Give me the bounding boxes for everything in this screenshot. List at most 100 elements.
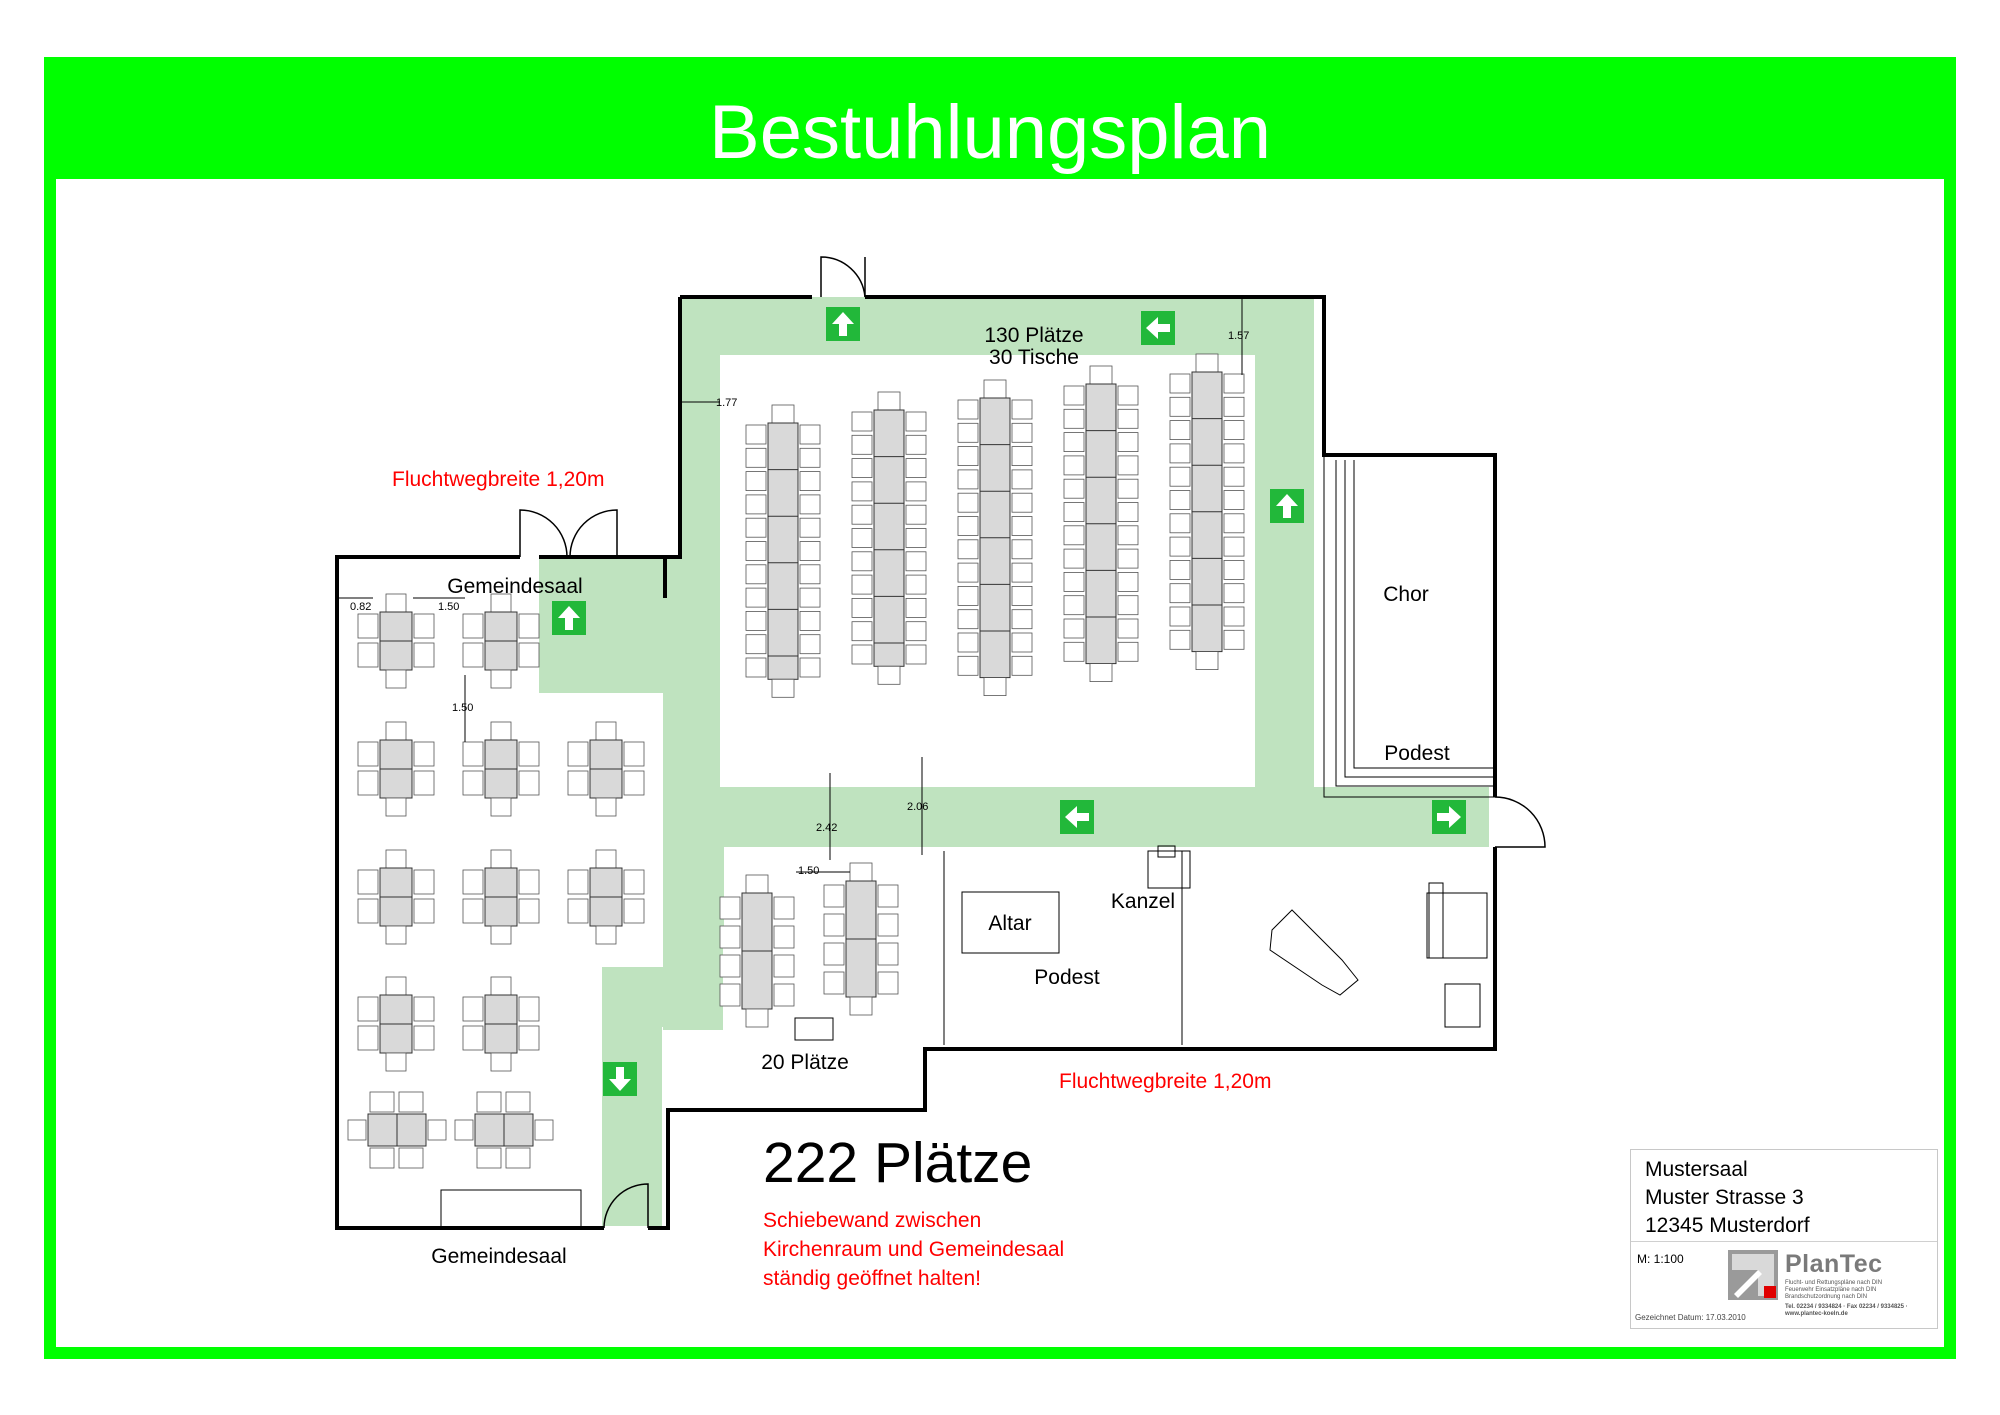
- exit-arrow-up-icon: [552, 601, 586, 635]
- chair: [1223, 396, 1245, 417]
- chair: [745, 494, 767, 515]
- chair: [1011, 562, 1033, 583]
- logo-line-2: Feuerwehr Einsatzpläne nach DIN: [1785, 1287, 1877, 1293]
- chair: [1063, 572, 1085, 592]
- arrow-glyph: [1065, 806, 1089, 828]
- chair: [476, 1091, 502, 1113]
- chair: [518, 1025, 540, 1051]
- kanzel-label: Kanzel: [1111, 890, 1175, 913]
- gemeindesaal-cabinet: [440, 1189, 582, 1229]
- chair: [1063, 432, 1085, 453]
- plantec-logo: PlanTec Flucht- und Rettungspläne nach D…: [1728, 1250, 1933, 1317]
- chair: [823, 884, 845, 908]
- chair: [1063, 641, 1085, 662]
- chair: [1117, 595, 1139, 616]
- dim-150-small: 1.50: [798, 865, 819, 877]
- arrow-glyph: [558, 606, 580, 630]
- chair: [357, 996, 379, 1022]
- chair: [905, 458, 927, 479]
- chair: [1195, 353, 1219, 373]
- address-line-2: Muster Strasse 3: [1645, 1186, 1804, 1209]
- room-label-gemeindesaal-top: Gemeindesaal: [447, 575, 582, 598]
- chair: [877, 913, 899, 937]
- chair: [799, 517, 821, 538]
- chair: [773, 925, 795, 949]
- chair: [877, 971, 899, 995]
- chair: [1063, 595, 1085, 616]
- chair: [745, 611, 767, 631]
- chair: [567, 869, 589, 895]
- chair: [623, 869, 645, 895]
- chair: [1117, 502, 1139, 522]
- chair: [623, 741, 645, 767]
- chair: [745, 657, 767, 678]
- dim-150-vertical: 1.50: [452, 702, 473, 714]
- chair: [1223, 560, 1245, 580]
- chair: [1223, 536, 1245, 557]
- chair: [905, 411, 927, 432]
- arrow-shape: [1065, 806, 1089, 828]
- chair: [957, 539, 979, 560]
- chair: [1089, 663, 1113, 682]
- chair: [851, 574, 873, 595]
- small-hall-tables: [719, 862, 899, 1028]
- chair: [745, 564, 767, 585]
- chair: [851, 481, 873, 502]
- chair: [1063, 618, 1085, 639]
- small-long-table: [719, 874, 795, 1028]
- long-table: [851, 391, 927, 685]
- table-group: [462, 849, 540, 945]
- chair: [905, 598, 927, 618]
- chair: [1223, 583, 1245, 604]
- chair: [398, 1147, 424, 1169]
- table-group: [567, 849, 645, 945]
- table-group: [357, 976, 435, 1072]
- chair: [462, 770, 484, 796]
- chair: [905, 434, 927, 455]
- exit-signs: [552, 307, 1466, 1096]
- chair: [1223, 513, 1245, 534]
- chair: [719, 925, 741, 949]
- chair: [851, 551, 873, 572]
- chair: [799, 541, 821, 561]
- chair: [1195, 651, 1219, 670]
- chair: [957, 446, 979, 467]
- chair: [1223, 466, 1245, 487]
- chair: [1117, 572, 1139, 592]
- chair: [595, 849, 617, 869]
- chair: [745, 517, 767, 538]
- chair: [849, 862, 873, 882]
- chair: [1063, 478, 1085, 499]
- chair: [505, 1091, 531, 1113]
- total-seat-count: 222 Plätze: [763, 1131, 1032, 1195]
- chair: [983, 379, 1007, 399]
- chair: [851, 644, 873, 665]
- long-table: [745, 404, 821, 698]
- address-block: Mustersaal Muster Strasse 3 12345 Muster…: [1645, 1156, 1810, 1240]
- chair: [1223, 420, 1245, 441]
- chair: [957, 492, 979, 513]
- chair: [462, 1025, 484, 1051]
- address-line-3: 12345 Musterdorf: [1645, 1214, 1810, 1237]
- chair: [799, 447, 821, 468]
- address-line-1: Mustersaal: [1645, 1158, 1748, 1181]
- chair: [719, 983, 741, 1007]
- chair: [462, 898, 484, 924]
- chair: [773, 896, 795, 920]
- room-label-gemeindesaal-bottom: Gemeindesaal: [431, 1245, 566, 1268]
- chair: [905, 574, 927, 595]
- dim-150-top: 1.50: [438, 601, 459, 613]
- long-table: [957, 379, 1033, 696]
- chair: [357, 741, 379, 767]
- chair: [595, 925, 617, 945]
- chair: [905, 504, 927, 525]
- chair: [1011, 469, 1033, 490]
- chair: [490, 925, 512, 945]
- table-group: [462, 721, 540, 817]
- gemeindesaal-tables: [347, 593, 645, 1169]
- arrow-glyph: [1146, 317, 1170, 339]
- chair: [745, 874, 769, 894]
- chair: [398, 1091, 424, 1113]
- chair: [385, 976, 407, 996]
- arrow-shape: [1437, 806, 1461, 828]
